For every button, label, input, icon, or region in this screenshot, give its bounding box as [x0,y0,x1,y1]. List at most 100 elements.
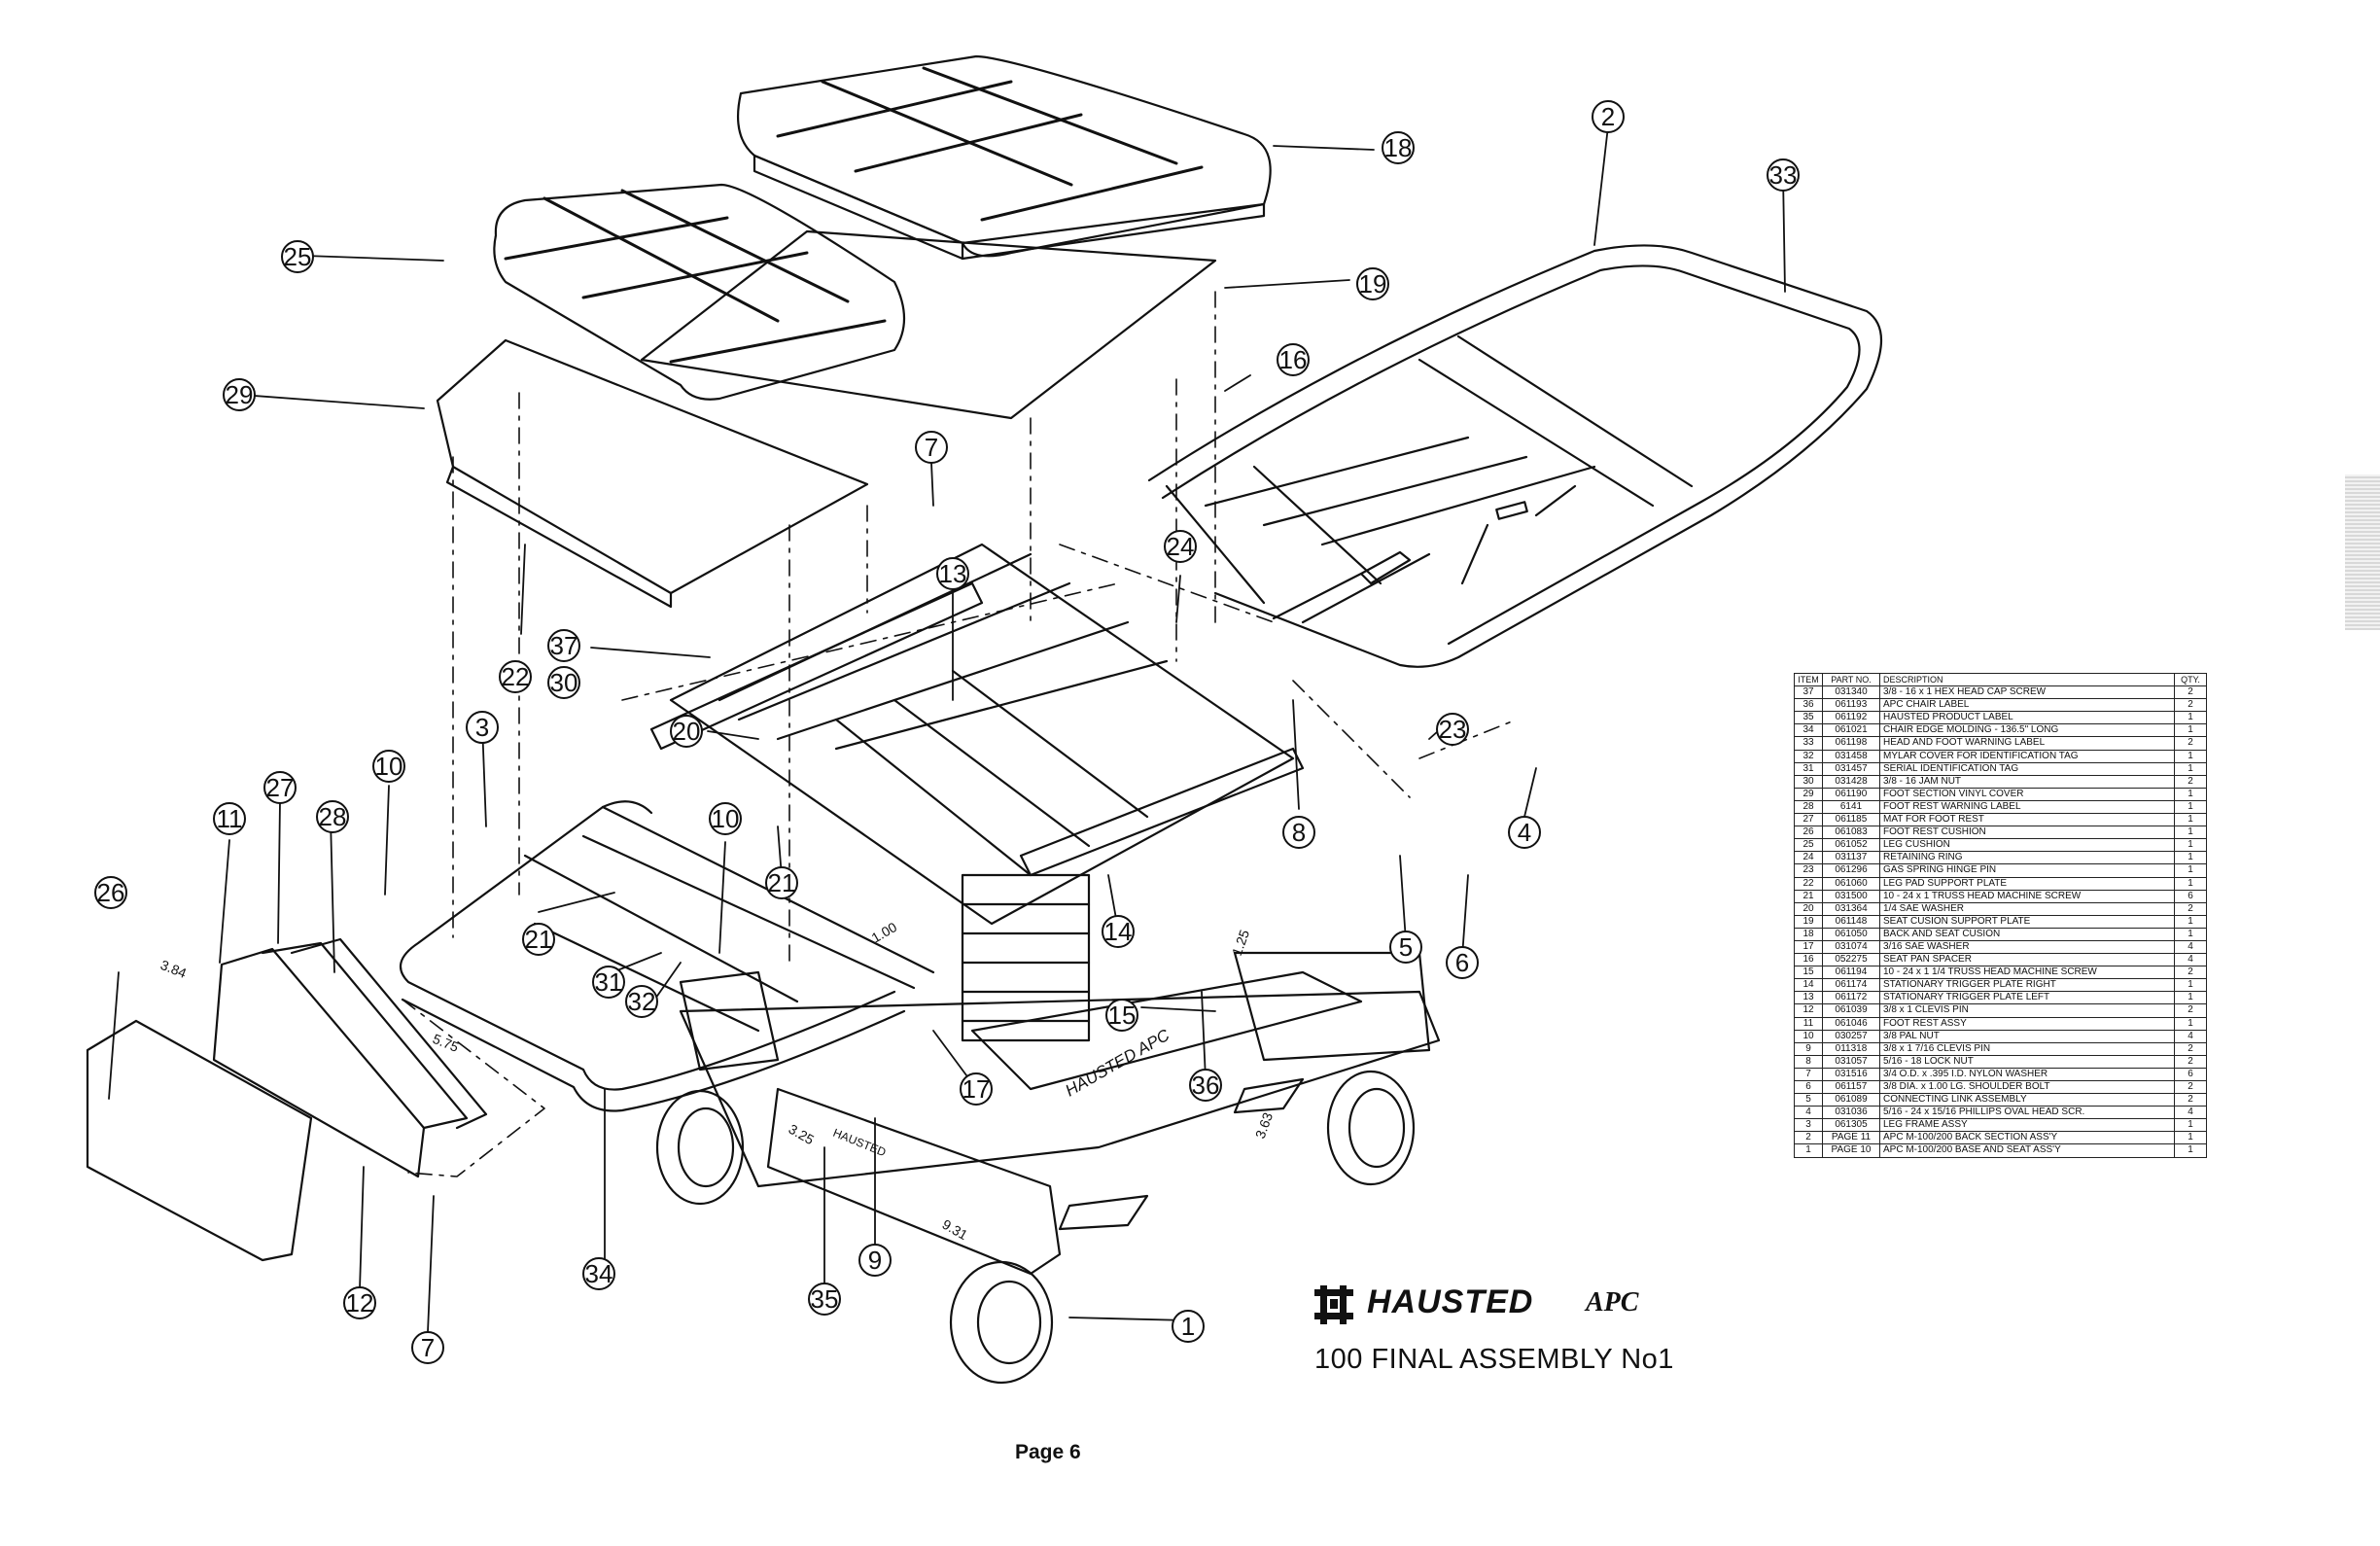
parts-row-description: 3/8 x 1 CLEVIS PIN [1879,1003,2175,1018]
callout-10b: 10 [709,802,742,835]
parts-row-item: 3 [1794,1118,1823,1133]
parts-list-header: ITEM PART NO. DESCRIPTION QTY. [1794,672,2207,687]
parts-row-item: 17 [1794,939,1823,955]
parts-row-description: GAS SPRING HINGE PIN [1879,863,2175,878]
parts-row-qty: 1 [2174,991,2207,1005]
callout-22: 22 [499,660,532,693]
callout-21b: 21 [765,866,798,899]
parts-row-item: 21 [1794,889,1823,903]
parts-row-qty: 1 [2174,1118,2207,1133]
parts-row-item: 28 [1794,799,1823,815]
parts-row-item: 6 [1794,1079,1823,1095]
parts-row-part-no: 061192 [1822,711,1880,725]
svg-text:37: 37 [550,631,578,660]
parts-row-item: 1 [1794,1143,1823,1158]
svg-text:7: 7 [421,1333,435,1362]
assembly-title: 100 FINAL ASSEMBLY No1 [1314,1344,1674,1375]
parts-row-part-no: 061296 [1822,863,1880,878]
callout-11: 11 [213,802,246,835]
svg-text:10: 10 [712,804,740,833]
callouts: 1 2 3 4 5 6 7 7 8 9 10 10 11 12 13 14 15… [94,100,1800,1364]
svg-text:24: 24 [1167,532,1195,561]
page-number: Page 6 [1015,1441,1081,1463]
svg-text:19: 19 [1359,269,1387,299]
dim-label: 3.84 [158,957,189,981]
svg-text:14: 14 [1104,917,1133,946]
parts-row-part-no: 031500 [1822,889,1880,903]
foot-rest-cushion [86,1019,313,1262]
parts-row-item: 15 [1794,966,1823,980]
parts-row-item: 20 [1794,901,1823,916]
header-description: DESCRIPTION [1879,672,2175,687]
svg-text:33: 33 [1769,160,1798,190]
svg-text:17: 17 [962,1074,991,1104]
parts-row-item: 24 [1794,851,1823,865]
svg-text:13: 13 [939,559,967,588]
parts-row-item: 7 [1794,1067,1823,1082]
parts-row-description: APC M-100/200 BASE AND SEAT ASS'Y [1879,1143,2175,1158]
svg-text:25: 25 [284,242,312,271]
parts-row-description: SEAT CUSION SUPPORT PLATE [1879,914,2175,929]
callout-2: 2 [1592,100,1625,133]
parts-row-part-no: PAGE 11 [1822,1131,1880,1145]
parts-row-part-no: 061172 [1822,991,1880,1005]
base-assembly [679,951,1441,1276]
svg-text:20: 20 [673,717,701,746]
parts-row-item: 19 [1794,914,1823,929]
svg-text:35: 35 [811,1284,839,1314]
parts-row-qty: 4 [2174,953,2207,967]
product-label: HAUSTED APC [1063,1026,1173,1101]
callout-36: 36 [1189,1069,1222,1102]
parts-row-item: 11 [1794,1016,1823,1031]
lift-column [961,873,1091,1042]
svg-text:18: 18 [1384,133,1413,162]
parts-row-qty: 2 [2174,1054,2207,1069]
dim-label: 3.63 [1252,1110,1276,1141]
svg-text:26: 26 [97,878,125,907]
parts-row-part-no: 061046 [1822,1016,1880,1031]
callout-17: 17 [960,1072,993,1106]
parts-row-description: MAT FOR FOOT REST [1879,813,2175,827]
parts-row-description: FOOT REST CUSHION [1879,826,2175,840]
back-frame [1147,244,1883,668]
parts-row-qty: 2 [2174,1041,2207,1056]
parts-row-item: 29 [1794,787,1823,801]
parts-row-description: 3/8 DIA. x 1.00 LG. SHOULDER BOLT [1879,1079,2175,1095]
parts-row-qty: 1 [2174,787,2207,801]
callout-4: 4 [1508,816,1541,849]
svg-text:27: 27 [266,773,295,802]
callout-1: 1 [1172,1310,1205,1343]
parts-row-qty: 4 [2174,1029,2207,1043]
parts-row-description: RETAINING RING [1879,851,2175,865]
callout-23: 23 [1436,713,1469,746]
parts-row-item: 12 [1794,1003,1823,1018]
parts-row-description: 3/4 O.D. x .395 I.D. NYLON WASHER [1879,1067,2175,1082]
svg-text:7: 7 [925,433,938,462]
parts-row-qty: 2 [2174,685,2207,700]
parts-row-part-no: 061193 [1822,698,1880,713]
parts-row-item: 37 [1794,685,1823,700]
parts-row-item: 35 [1794,711,1823,725]
svg-text:9: 9 [868,1246,882,1275]
svg-text:23: 23 [1439,715,1467,744]
parts-row-description: 10 - 24 x 1 1/4 TRUSS HEAD MACHINE SCREW [1879,966,2175,980]
parts-row-item: 36 [1794,698,1823,713]
parts-row-part-no: 061305 [1822,1118,1880,1133]
parts-row-qty: 1 [2174,723,2207,738]
callout-26: 26 [94,876,127,909]
foot-section-cover [436,338,869,595]
parts-row-part-no: 061021 [1822,723,1880,738]
hausted-logo-icon [1314,1285,1353,1324]
parts-row-item: 23 [1794,863,1823,878]
svg-text:29: 29 [226,380,254,409]
parts-row-item: 5 [1794,1093,1823,1107]
dim-label: 5.75 [431,1031,461,1055]
